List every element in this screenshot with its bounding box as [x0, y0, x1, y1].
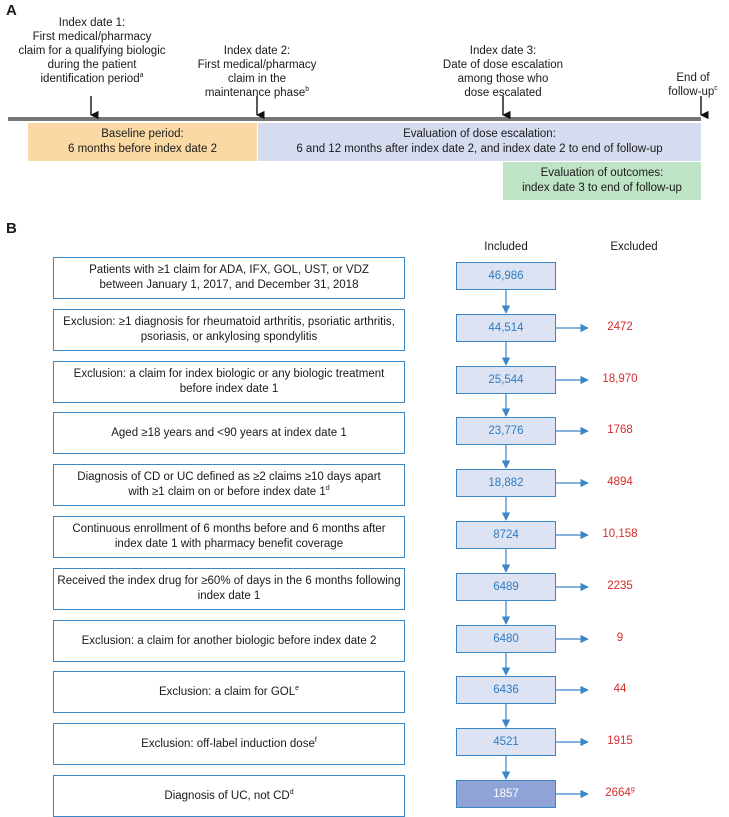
footnote-marker: d [289, 788, 294, 796]
criteria-text: index date 1 [197, 590, 261, 602]
criteria-box: Aged ≥18 years and <90 years at index da… [53, 412, 405, 454]
footnote-marker: f [314, 736, 317, 744]
excluded-count: 1915 [607, 735, 633, 747]
dose-escalation-period-bar: Evaluation of dose escalation: 6 and 12 … [258, 123, 701, 161]
baseline-period-bar: Baseline period: 6 months before index d… [28, 123, 257, 161]
criteria-text: before index date 1 [179, 383, 279, 395]
footnote-marker: g [630, 786, 635, 794]
criteria-text: Diagnosis of UC, not CDd [164, 788, 294, 802]
end-of-follow-up-text: End of follow-upc [668, 72, 718, 98]
criteria-box: Continuous enrollment of 6 months before… [53, 516, 405, 558]
panel-a-label: A [6, 2, 17, 19]
criteria-box: Diagnosis of CD or UC defined as ≥2 clai… [53, 464, 405, 506]
excluded-count: 2472 [607, 321, 633, 333]
criteria-text: Received the index drug for ≥60% of days… [57, 575, 401, 587]
index-date-1-text: Index date 1: First medical/pharmacy cla… [18, 17, 166, 85]
included-count-box: 23,776 [456, 417, 556, 445]
excluded-count: 10,158 [602, 528, 638, 540]
criteria-text: Exclusion: a claim for GOLe [158, 684, 300, 698]
excluded-count: 2235 [607, 580, 633, 592]
included-count-box: 6489 [456, 573, 556, 601]
excluded-count: 2664g [605, 786, 635, 799]
criteria-text: between January 1, 2017, and December 31… [99, 279, 359, 291]
criteria-text: Exclusion: a claim for another biologic … [81, 634, 377, 647]
criteria-box: Exclusion: a claim for GOLe [53, 671, 405, 713]
included-count-box: 44,514 [456, 314, 556, 342]
criteria-text: Exclusion: off-label induction dosef [141, 736, 317, 750]
index-date-3-text: Index date 3: Date of dose escalation am… [442, 45, 564, 99]
included-count-box: 1857 [456, 780, 556, 808]
criteria-text: Continuous enrollment of 6 months before… [72, 523, 386, 535]
excluded-header: Excluded [610, 241, 658, 253]
included-count-box: 25,544 [456, 366, 556, 394]
criteria-box: Patients with ≥1 claim for ADA, IFX, GOL… [53, 257, 405, 299]
criteria-text: with ≥1 claim on or before index date 1d [128, 485, 330, 498]
criteria-text: Aged ≥18 years and <90 years at index da… [111, 426, 347, 439]
criteria-box: Exclusion: a claim for index biologic or… [53, 361, 405, 403]
included-count-box: 6436 [456, 676, 556, 704]
included-count-box: 46,986 [456, 262, 556, 290]
included-count-box: 6480 [456, 625, 556, 653]
excluded-count: 18,970 [602, 373, 638, 385]
footnote-marker: d [325, 485, 330, 493]
criteria-text: Exclusion: a claim for index biologic or… [73, 368, 385, 380]
included-count-box: 4521 [456, 728, 556, 756]
excluded-count: 1768 [607, 424, 633, 436]
included-header: Included [484, 241, 528, 253]
index-date-2-text: Index date 2: First medical/pharmacy cla… [197, 45, 317, 99]
criteria-box: Received the index drug for ≥60% of days… [53, 568, 405, 610]
excluded-count: 44 [613, 683, 627, 695]
excluded-count: 9 [616, 632, 624, 644]
criteria-box: Exclusion: ≥1 diagnosis for rheumatoid a… [53, 309, 405, 351]
footnote-marker: e [295, 684, 300, 692]
criteria-box: Exclusion: off-label induction dosef [53, 723, 405, 765]
included-count-box: 8724 [456, 521, 556, 549]
criteria-text: Patients with ≥1 claim for ADA, IFX, GOL… [89, 264, 369, 276]
criteria-box: Exclusion: a claim for another biologic … [53, 620, 405, 662]
criteria-text: psoriasis, or ankylosing spondylitis [140, 331, 318, 343]
timeline [8, 96, 709, 121]
criteria-text: Diagnosis of CD or UC defined as ≥2 clai… [77, 471, 381, 483]
outcomes-period-bar: Evaluation of outcomes: index date 3 to … [503, 162, 701, 200]
criteria-text: Exclusion: ≥1 diagnosis for rheumatoid a… [63, 316, 395, 328]
included-count-box: 18,882 [456, 469, 556, 497]
criteria-text: index date 1 with pharmacy benefit cover… [114, 538, 344, 550]
panel-b-label: B [6, 220, 17, 237]
excluded-count: 4894 [607, 476, 633, 488]
